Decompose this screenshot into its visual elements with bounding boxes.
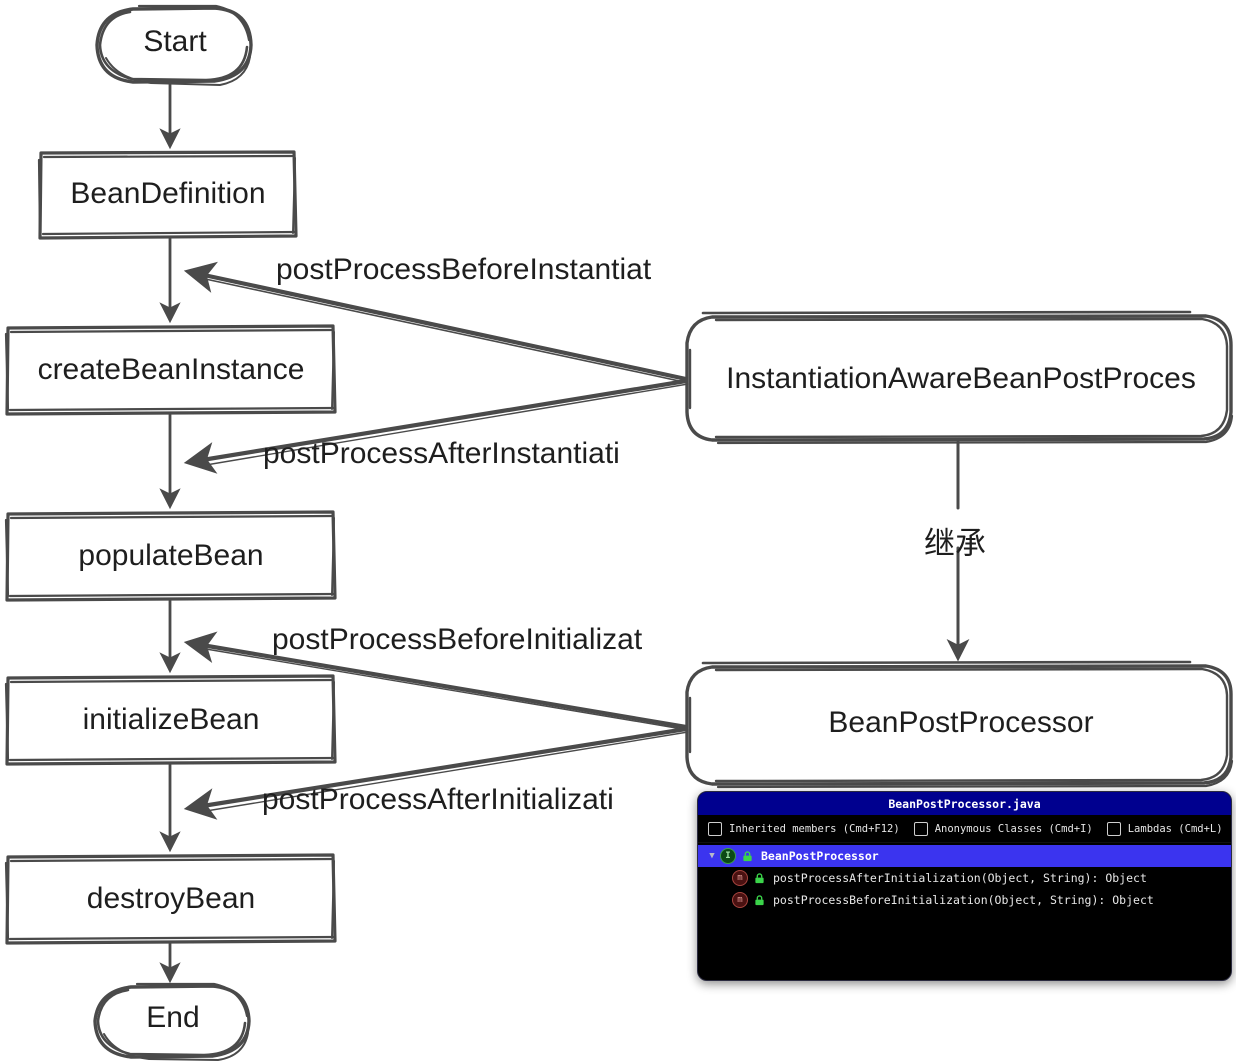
edge-label-post-process-after-initialization: postProcessAfterInitializati <box>262 783 614 816</box>
chevron-down-icon[interactable]: ▼ <box>709 851 715 861</box>
interface-icon: I <box>720 848 736 864</box>
popup-toolbar: Inherited members (Cmd+F12) Anonymous Cl… <box>698 815 1231 843</box>
public-lock-icon <box>753 872 766 885</box>
tree-label-method-after-initialization: postProcessAfterInitialization(Object, S… <box>773 871 1147 885</box>
edge-post-process-after-initialization <box>183 726 689 820</box>
checkbox-box-inherited-members[interactable] <box>708 821 722 836</box>
tree-label-method-before-initialization: postProcessBeforeInitialization(Object, … <box>773 893 1154 907</box>
popup-title-bar: BeanPostProcessor.java <box>698 792 1231 815</box>
method-icon: m <box>732 892 748 908</box>
tree-row-interface[interactable]: ▼ I BeanPostProcessor <box>698 845 1231 867</box>
edge-label-inherit: 继承 <box>924 526 986 562</box>
node-destroy-bean[interactable] <box>4 853 337 945</box>
node-instantiation-aware-bean-post-processor[interactable] <box>685 310 1234 445</box>
popup-title: BeanPostProcessor.java <box>888 796 1041 811</box>
node-populate-bean[interactable] <box>4 510 337 602</box>
edge-post-process-before-initialization <box>183 631 689 731</box>
tree-row-method-before-initialization[interactable]: m postProcessBeforeInitialization(Object… <box>698 889 1231 911</box>
node-bean-post-processor[interactable] <box>685 660 1234 789</box>
edge-post-process-before-instantiation <box>183 261 689 383</box>
structure-tree[interactable]: ▼ I BeanPostProcessor m postProcessAfter… <box>698 843 1231 911</box>
checkbox-box-lambdas[interactable] <box>1106 821 1121 836</box>
tree-label-interface: BeanPostProcessor <box>761 849 879 863</box>
checkbox-label-anonymous-classes: Anonymous Classes (Cmd+I) <box>934 822 1093 835</box>
method-icon: m <box>732 870 748 886</box>
tree-row-method-after-initialization[interactable]: m postProcessAfterInitialization(Object,… <box>698 867 1231 889</box>
node-initialize-bean[interactable] <box>4 674 337 766</box>
checkbox-inherited-members[interactable]: Inherited members (Cmd+F12) <box>708 821 900 836</box>
public-lock-icon <box>753 894 766 907</box>
node-end[interactable] <box>93 982 251 1061</box>
checkbox-lambdas[interactable]: Lambdas (Cmd+L) <box>1106 821 1223 836</box>
node-start[interactable] <box>95 4 253 86</box>
edge-label-post-process-after-instantiation: postProcessAfterInstantiati <box>263 437 620 470</box>
checkbox-label-inherited-members: Inherited members (Cmd+F12) <box>729 822 900 835</box>
node-bean-definition[interactable] <box>37 150 298 240</box>
edge-label-post-process-before-initialization: postProcessBeforeInitializat <box>272 623 643 656</box>
checkbox-box-anonymous-classes[interactable] <box>913 821 928 836</box>
file-structure-popup[interactable]: BeanPostProcessor.java Inherited members… <box>697 791 1232 981</box>
checkbox-label-lambdas: Lambdas (Cmd+L) <box>1127 822 1223 835</box>
edge-post-process-after-instantiation <box>183 378 689 474</box>
checkbox-anonymous-classes[interactable]: Anonymous Classes (Cmd+I) <box>913 821 1093 836</box>
public-lock-icon <box>741 850 754 863</box>
edge-label-post-process-before-instantiation: postProcessBeforeInstantiat <box>276 253 652 286</box>
node-create-bean-instance[interactable] <box>4 324 337 416</box>
